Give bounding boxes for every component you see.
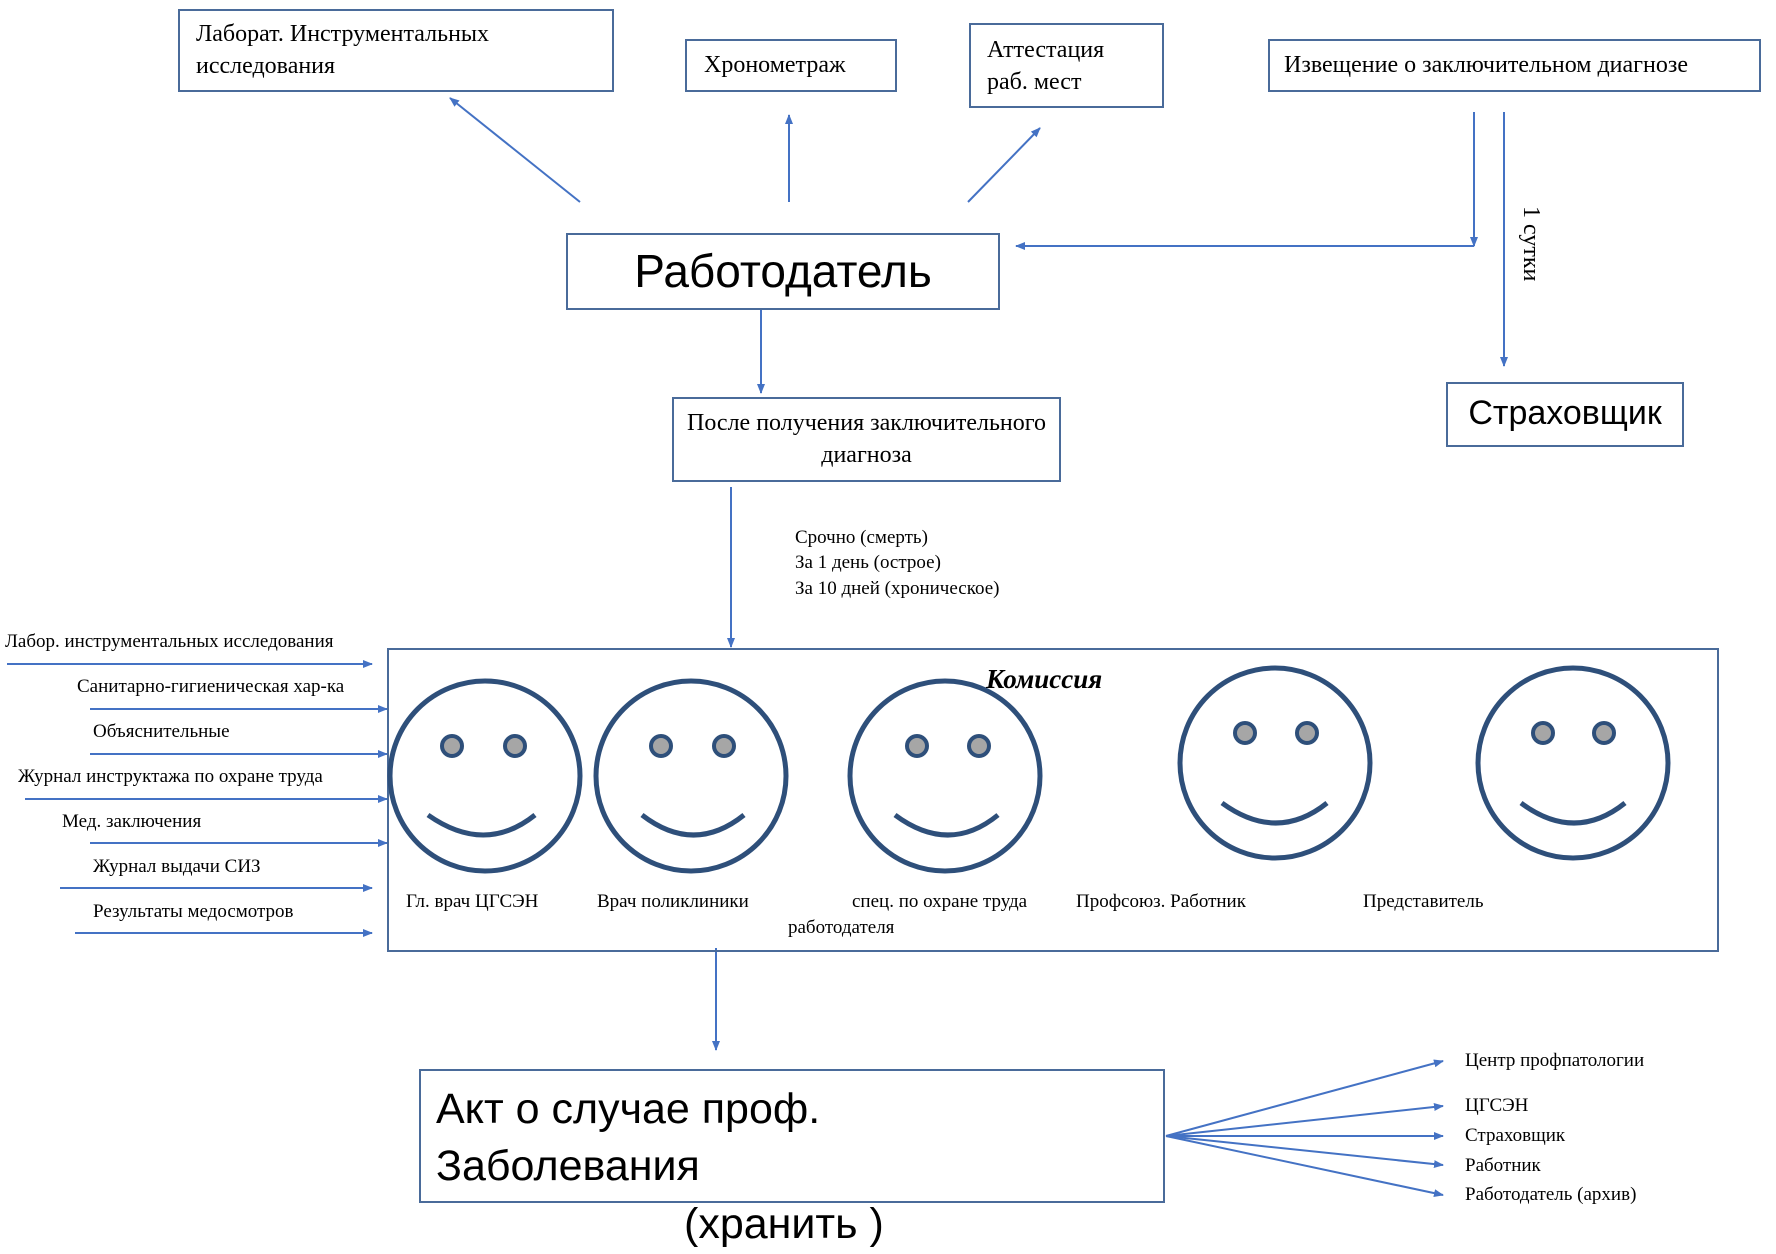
- chrono-box: [685, 39, 897, 92]
- act-line-1: Акт о случае проф.: [436, 1085, 821, 1133]
- arrow-to-labs: [449, 97, 581, 203]
- member-label: спец. по охране труда: [852, 891, 1028, 912]
- fanout-arrow: [1165, 1135, 1444, 1169]
- smiley-icon: [1177, 665, 1373, 861]
- recipient-label: Работник: [1465, 1155, 1541, 1176]
- insurer-box: [1446, 382, 1684, 447]
- deadline-chronic: За 10 дней (хроническое): [795, 578, 1000, 599]
- fanout-arrow: [1165, 1059, 1444, 1137]
- employer-label: Работодатель: [634, 245, 932, 297]
- after-diagnosis-label: После получения заключительного диагноза: [686, 410, 1046, 468]
- member-label: Профсоюз. Работник: [1076, 891, 1246, 912]
- smiley-icon: [593, 678, 789, 874]
- act-line-2: Заболевания: [436, 1142, 700, 1190]
- fanout-arrow: [1165, 1135, 1444, 1198]
- member-label: Представитель: [1363, 891, 1484, 912]
- input-label: Объяснительные: [93, 721, 230, 742]
- input-label: Мед. заключения: [62, 811, 202, 832]
- member-label: Врач поликлиники: [597, 891, 749, 912]
- smiley-icon: [847, 678, 1043, 874]
- commission-title: Комиссия: [986, 664, 1103, 694]
- insurer-label: Страховщик: [1468, 394, 1662, 432]
- after-diagnosis-box: [672, 397, 1061, 482]
- input-label: Лабор. инструментальных исследования: [5, 631, 334, 652]
- input-label: Журнал выдачи СИЗ: [93, 856, 261, 877]
- commission-frame: [387, 648, 1719, 952]
- recipient-label: ЦГСЭН: [1465, 1095, 1529, 1116]
- input-label: Журнал инструктажа по охране труда: [18, 766, 323, 787]
- one-day-label: 1 сутки: [1518, 206, 1544, 282]
- input-label: Санитарно-гигиеническая хар-ка: [77, 676, 345, 697]
- notice-label: Извещение о заключительном диагнозе: [1284, 52, 1688, 78]
- member-label: работодателя: [788, 917, 895, 938]
- attest-label: Аттестация раб. мест: [987, 37, 1105, 95]
- act-line-3: (хранить ): [684, 1200, 884, 1248]
- fanout-arrow: [1165, 1102, 1444, 1137]
- attest-box: [969, 23, 1164, 108]
- chrono-label: Хронометраж: [704, 52, 846, 78]
- smiley-icon: [387, 678, 583, 874]
- notice-box: [1268, 39, 1761, 92]
- employer-box: [566, 233, 1000, 310]
- recipient-label: Центр профпатологии: [1465, 1050, 1645, 1071]
- labs-label: Лаборат. Инструментальных исследования: [196, 21, 490, 79]
- act-box: [419, 1069, 1165, 1203]
- deadline-acute: За 1 день (острое): [795, 552, 941, 573]
- labs-box: [178, 9, 614, 92]
- deadline-urgent: Срочно (смерть): [795, 527, 928, 548]
- arrow-to-attest: [967, 127, 1041, 203]
- recipient-label: Работодатель (архив): [1465, 1184, 1637, 1205]
- recipient-label: Страховщик: [1465, 1125, 1566, 1146]
- input-label: Результаты медосмотров: [93, 901, 294, 922]
- member-label: Гл. врач ЦГСЭН: [406, 891, 539, 912]
- smiley-icon: [1475, 665, 1671, 861]
